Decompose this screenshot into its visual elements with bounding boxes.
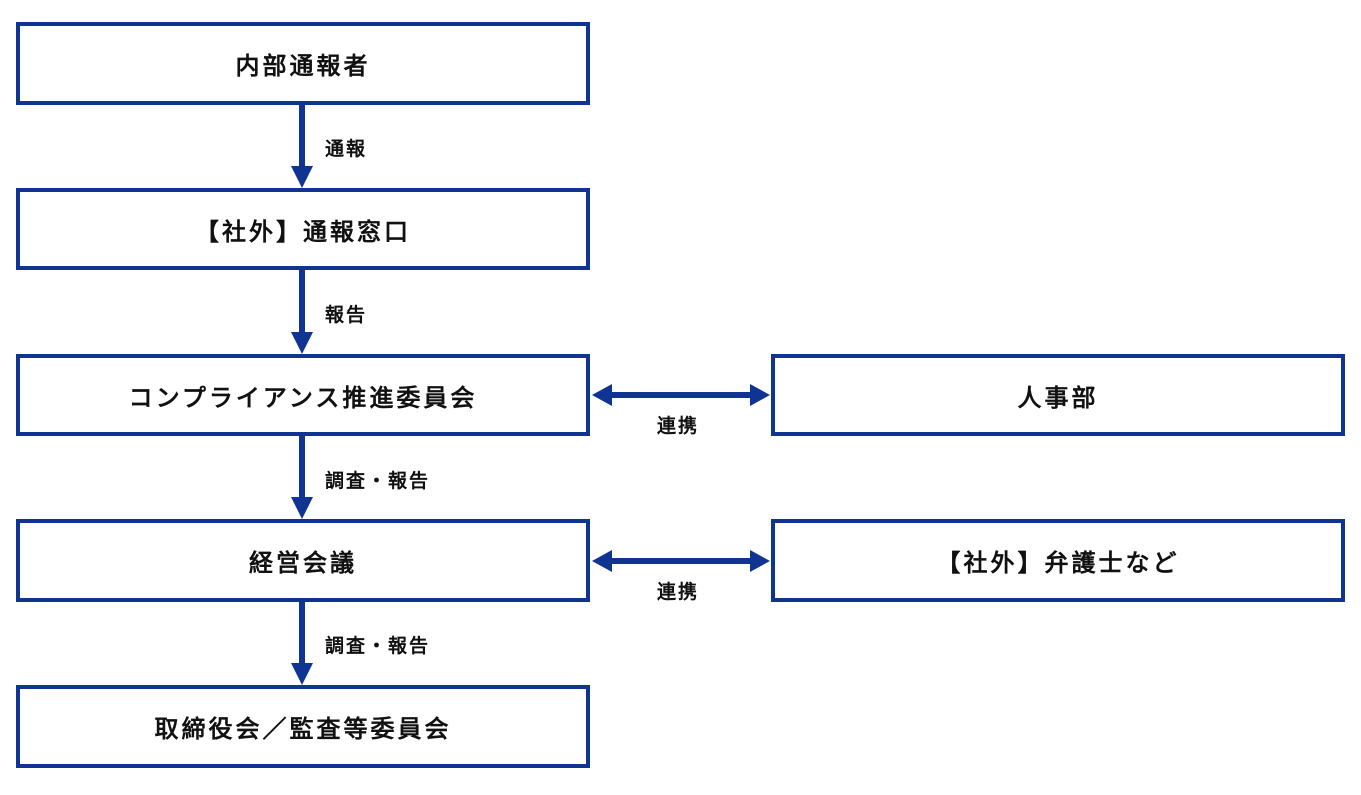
edge-label-coop-hr: 連携: [657, 415, 700, 437]
arrow-down-report: [291, 105, 313, 188]
arrow-bidirectional-hr: [592, 384, 770, 406]
node-internal-reporter: 内部通報者: [16, 22, 590, 105]
arrow-down-report-up: [291, 270, 313, 354]
node-board-audit-committee: 取締役会／監査等委員会: [16, 685, 590, 768]
edge-label-coop-lawyers: 連携: [657, 581, 700, 603]
node-compliance-committee: コンプライアンス推進委員会: [16, 354, 590, 436]
edge-label-report-up: 報告: [325, 304, 368, 326]
node-external-lawyers: 【社外】弁護士など: [771, 519, 1345, 602]
edge-label-investigate-report-2: 調査・報告: [325, 635, 431, 657]
node-management-meeting: 経営会議: [16, 519, 590, 602]
arrow-down-investigate-1: [291, 436, 313, 519]
edge-label-report: 通報: [325, 138, 368, 160]
node-external-report-window: 【社外】通報窓口: [16, 188, 590, 270]
edge-label-investigate-report-1: 調査・報告: [325, 470, 431, 492]
node-hr-department: 人事部: [771, 354, 1345, 436]
arrow-bidirectional-lawyers: [592, 550, 770, 572]
arrow-down-investigate-2: [291, 602, 313, 685]
